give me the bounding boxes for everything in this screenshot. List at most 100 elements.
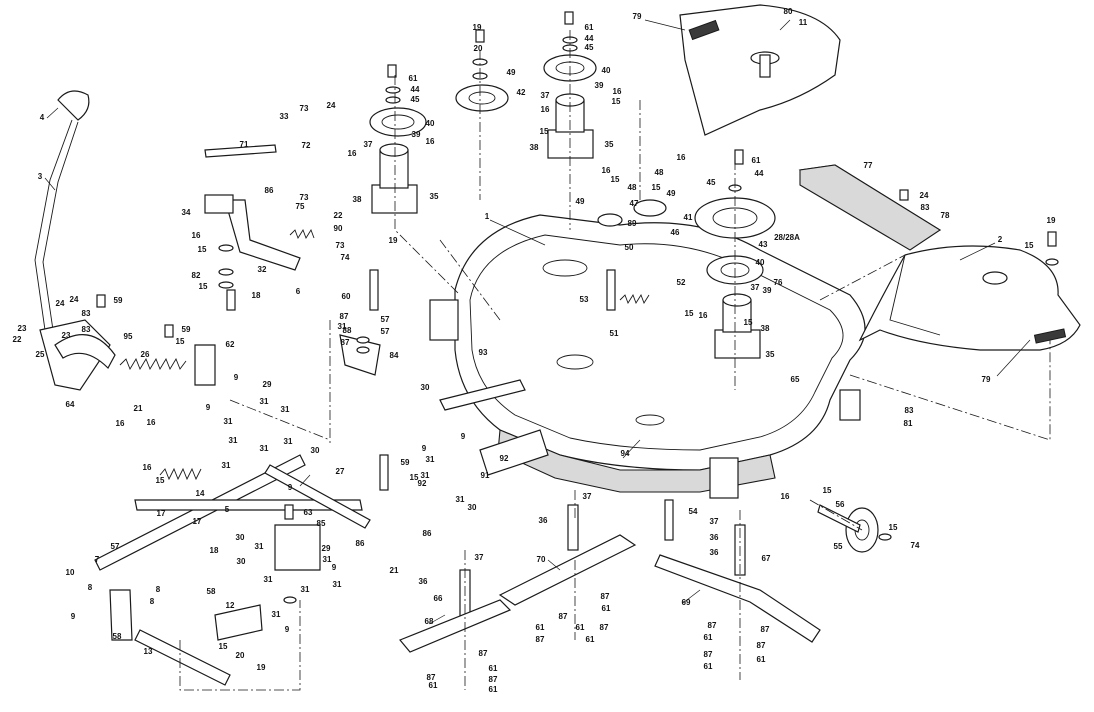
callout-95: 95 [124, 332, 133, 341]
callout-19-2: 19 [389, 236, 398, 245]
callout-34: 34 [182, 208, 191, 217]
callout-90: 90 [334, 224, 343, 233]
callout-12: 12 [226, 601, 235, 610]
callout-57-1: 57 [381, 315, 390, 324]
callout-74-2: 74 [911, 541, 920, 550]
callout-87-11: 87 [757, 641, 766, 650]
callout-77: 77 [864, 161, 873, 170]
callout-44-3: 44 [755, 169, 764, 178]
callout-31-1: 31 [338, 322, 347, 331]
callout-33: 33 [280, 112, 289, 121]
callout-9-4: 9 [422, 444, 427, 453]
callout-45-3: 45 [707, 178, 716, 187]
linkage-rods [94, 144, 549, 686]
callout-29-2: 29 [322, 544, 331, 553]
callout-35-3: 35 [766, 350, 775, 359]
callout-39-2: 39 [595, 81, 604, 90]
deck-housing [429, 214, 866, 499]
callout-57-3: 57 [111, 542, 120, 551]
callout-16-12: 16 [699, 311, 708, 320]
callout-15-8: 15 [611, 175, 620, 184]
callout-89: 89 [628, 219, 637, 228]
callout-31-5: 31 [260, 397, 269, 406]
callout-14: 14 [196, 489, 205, 498]
callout-54: 54 [689, 507, 698, 516]
callout-39-3: 39 [763, 286, 772, 295]
callout-83-2: 83 [82, 325, 91, 334]
assembly-centerlines [179, 30, 1051, 691]
callout-24-2: 24 [70, 295, 79, 304]
callout-27: 27 [336, 467, 345, 476]
callout-31-4: 31 [222, 461, 231, 470]
callout-19-4: 19 [257, 663, 266, 672]
callout-37-6: 37 [710, 517, 719, 526]
callout-26: 26 [141, 350, 150, 359]
callout-59-2: 59 [182, 325, 191, 334]
callout-87-2: 87 [341, 338, 350, 347]
callout-87-12: 87 [704, 650, 713, 659]
callout-20-2: 20 [236, 651, 245, 660]
callout-49-1: 49 [507, 68, 516, 77]
callout-86-3: 86 [423, 529, 432, 538]
callout-38-2: 38 [530, 143, 539, 152]
callout-8-3: 8 [150, 597, 155, 606]
callout-23-2: 23 [62, 331, 71, 340]
callout-15-1: 15 [198, 245, 207, 254]
callout-2: 2 [998, 235, 1003, 244]
callout-37-3: 37 [751, 283, 760, 292]
callout-30-3: 30 [468, 503, 477, 512]
callout-92-2: 92 [500, 454, 509, 463]
callout-16-11: 16 [781, 492, 790, 501]
callout-24-1: 24 [56, 299, 65, 308]
callout-61-10: 61 [704, 662, 713, 671]
callout-52: 52 [677, 278, 686, 287]
callout-47: 47 [630, 199, 639, 208]
callout-92-1: 92 [418, 479, 427, 488]
callout-48-2: 48 [628, 183, 637, 192]
callout-86-1: 86 [265, 186, 274, 195]
callout-87-13: 87 [761, 625, 770, 634]
callout-83-1: 83 [82, 309, 91, 318]
callout-61-3: 61 [752, 156, 761, 165]
callout-35-2: 35 [605, 140, 614, 149]
callout-31-14: 31 [323, 555, 332, 564]
hardware-fasteners [96, 11, 1059, 604]
callout-15-5: 15 [410, 473, 419, 482]
deck-rail [798, 164, 942, 251]
callout-16-2: 16 [143, 463, 152, 472]
callout-87-6: 87 [600, 623, 609, 632]
callout-15-2: 15 [199, 282, 208, 291]
callout-37-4: 37 [583, 492, 592, 501]
callout-23-1: 23 [18, 324, 27, 333]
callout-49-3: 49 [667, 189, 676, 198]
callout-31-3: 31 [229, 436, 238, 445]
callout-22-2: 22 [334, 211, 343, 220]
brackets [109, 194, 381, 641]
callout-22-1: 22 [13, 335, 22, 344]
callout-61-1: 61 [409, 74, 418, 83]
pulleys [369, 54, 776, 285]
callout-4: 4 [40, 113, 45, 122]
callout-59-1: 59 [114, 296, 123, 305]
callout-16-6: 16 [613, 87, 622, 96]
gauge-wheel [817, 504, 879, 553]
callout-58-2: 58 [113, 632, 122, 641]
callout-17-1: 17 [157, 509, 166, 518]
callout-31-8: 31 [284, 437, 293, 446]
callout-38-3: 38 [761, 324, 770, 333]
callout-36-2: 36 [419, 577, 428, 586]
callout-80: 80 [784, 7, 793, 16]
callout-60: 60 [342, 292, 351, 301]
callout-74-1: 74 [341, 253, 350, 262]
callout-87-8: 87 [479, 649, 488, 658]
callout-31-17: 31 [301, 585, 310, 594]
callout-61-5: 61 [576, 623, 585, 632]
callout-61-2: 61 [585, 23, 594, 32]
callout-16-7: 16 [602, 166, 611, 175]
callout-31-9: 31 [426, 455, 435, 464]
callout-46: 46 [671, 228, 680, 237]
callout-61-7: 61 [489, 664, 498, 673]
callout-87-1: 87 [340, 312, 349, 321]
